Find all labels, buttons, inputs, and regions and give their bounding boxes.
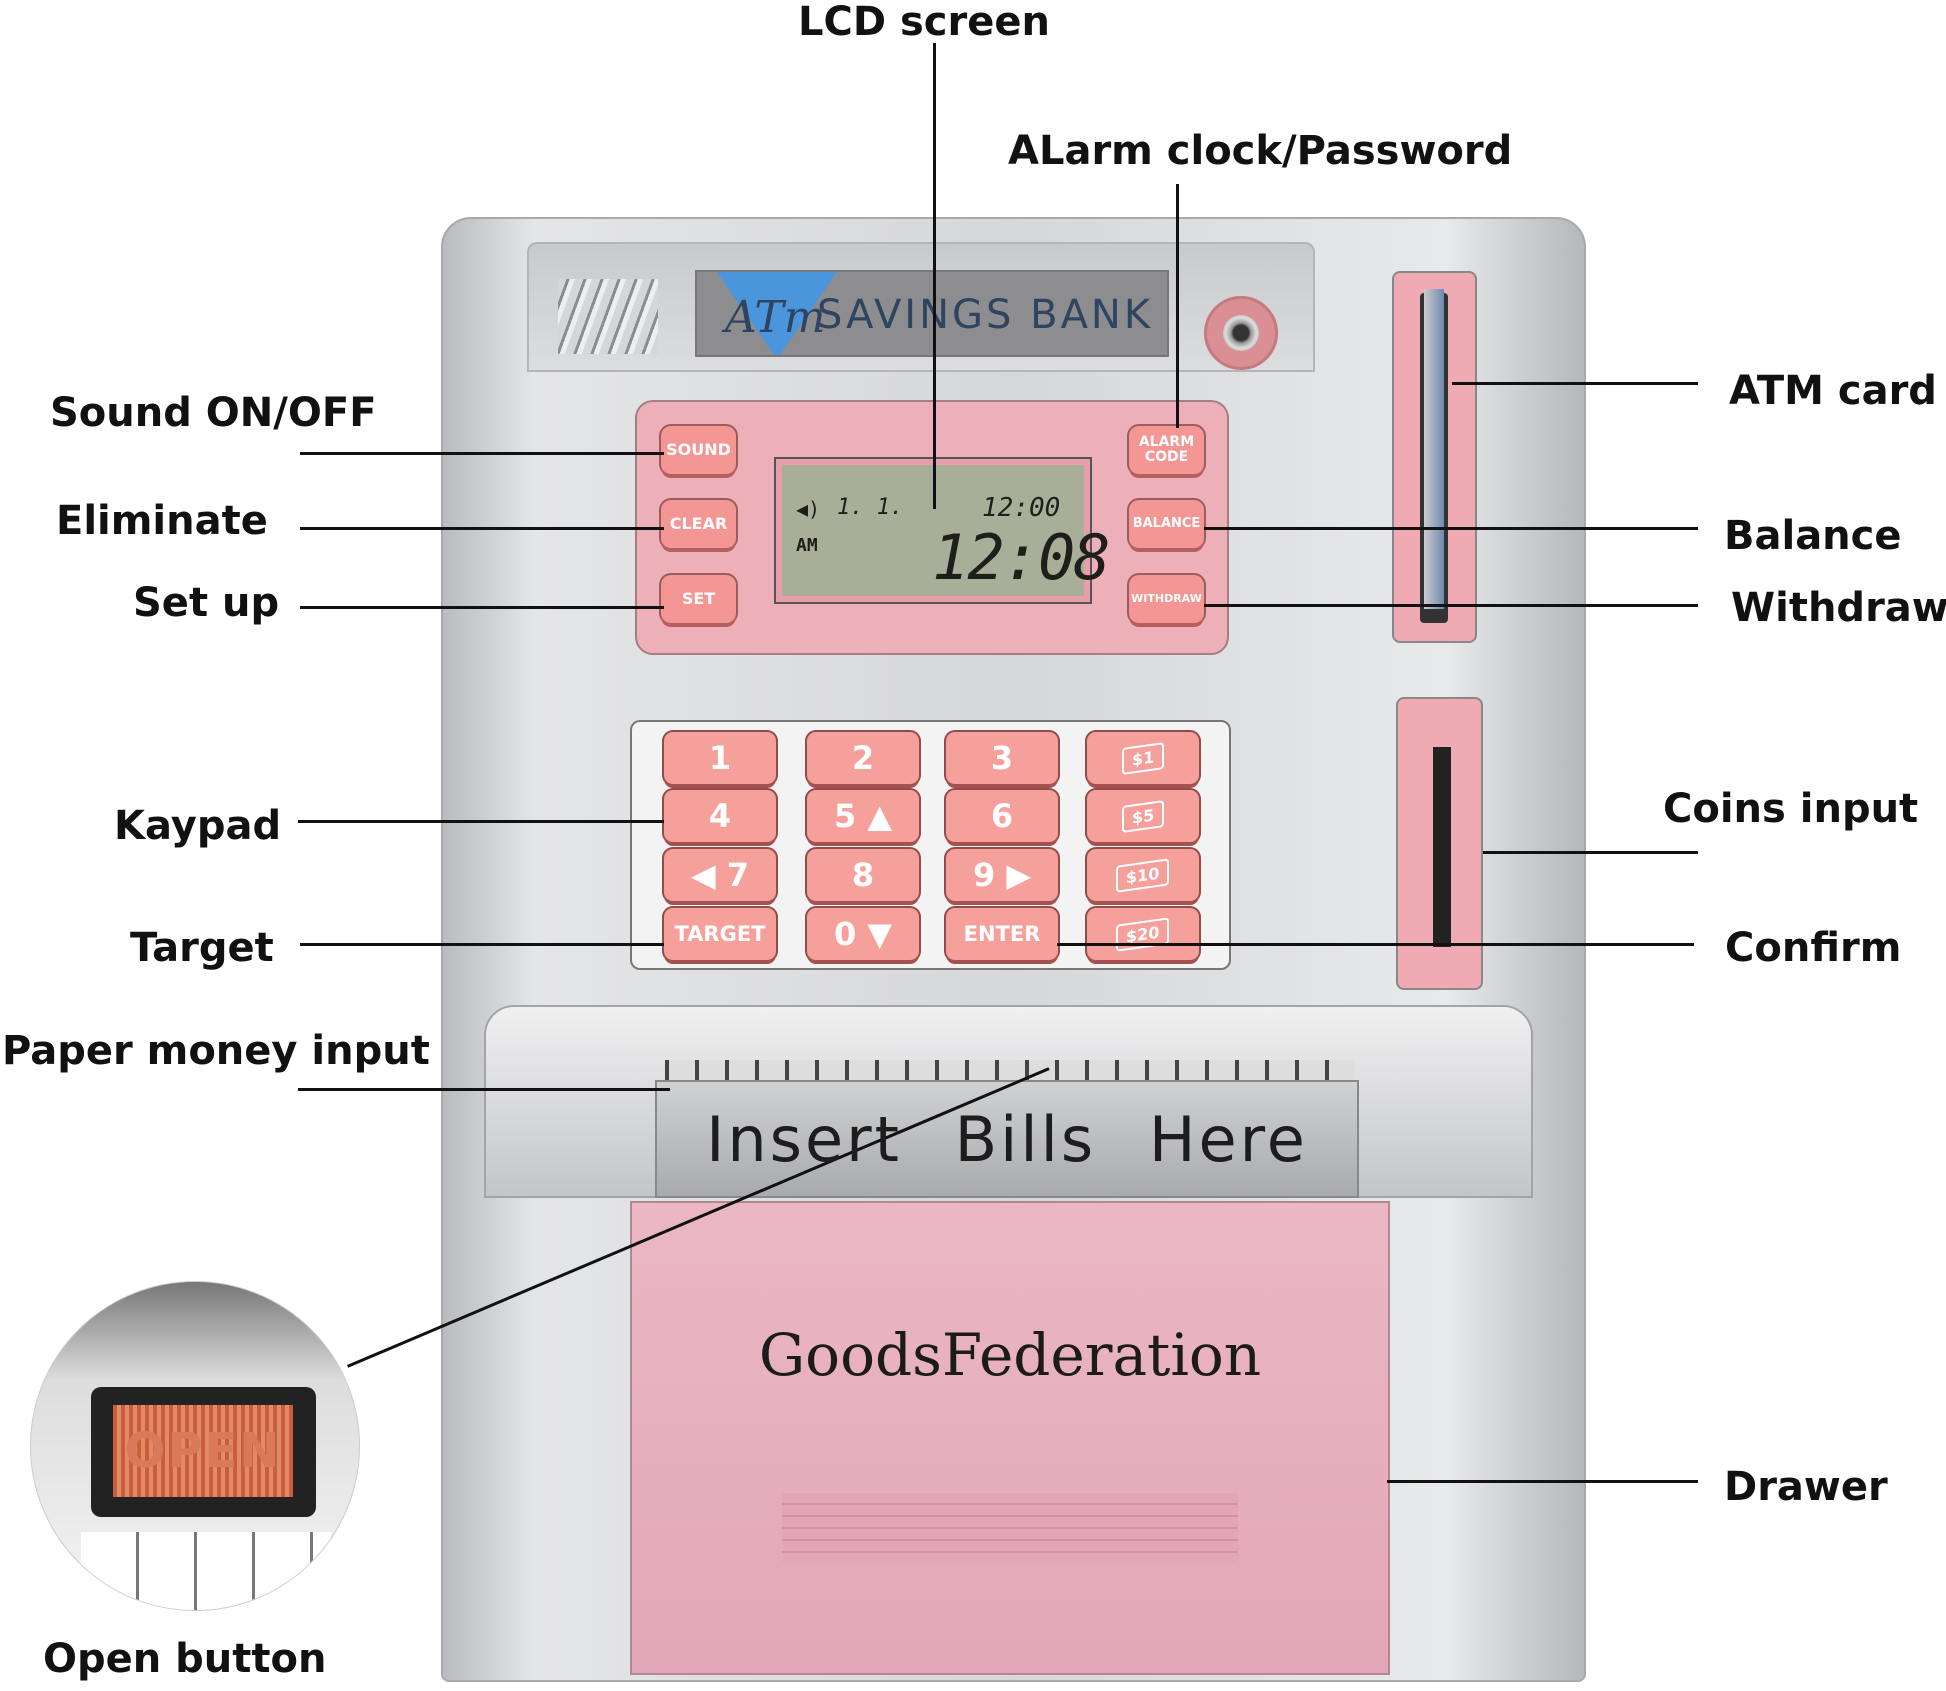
key-8[interactable]: 8 xyxy=(807,849,919,901)
leader-line-sound xyxy=(300,452,664,455)
logo-script: ATm xyxy=(725,292,826,343)
key-label: $5 xyxy=(1121,799,1165,833)
leader-line-balance xyxy=(1204,527,1698,530)
key-$5[interactable]: $5 xyxy=(1087,790,1199,842)
key-label: ENTER xyxy=(963,922,1041,946)
key-label: 6 xyxy=(990,797,1014,835)
alarm-code-button[interactable]: ALARM CODE xyxy=(1129,426,1204,474)
open-button-inset: OPEN xyxy=(30,1281,360,1611)
bill-slot-text: Insert Bills Here xyxy=(706,1102,1308,1176)
coin-slot[interactable] xyxy=(1396,697,1483,990)
key-enter[interactable]: ENTER xyxy=(946,908,1058,960)
label-eliminate: Eliminate xyxy=(56,498,268,544)
label-lcd-screen: LCD screen xyxy=(798,0,1050,45)
open-button[interactable]: OPEN xyxy=(113,1405,293,1497)
key-5[interactable]: 5 ▲ xyxy=(807,790,919,842)
logo-plate: ATm SAVINGS BANK xyxy=(695,270,1169,357)
drawer[interactable]: GoodsFederation xyxy=(630,1201,1390,1675)
leader-line-keypad xyxy=(298,820,664,823)
key-0[interactable]: 0 ▼ xyxy=(807,908,919,960)
label-sound: Sound ON/OFF xyxy=(50,390,377,436)
label-open-button: Open button xyxy=(43,1636,327,1682)
key-6[interactable]: 6 xyxy=(946,790,1058,842)
key-label: 4 xyxy=(708,797,732,835)
drawer-brand: GoodsFederation xyxy=(758,1321,1262,1389)
logo-text: SAVINGS BANK xyxy=(817,292,1154,338)
key-3[interactable]: 3 xyxy=(946,732,1058,784)
leader-line-paper-money xyxy=(298,1088,670,1091)
label-set-up: Set up xyxy=(133,580,280,626)
key-label: ◀ 7 xyxy=(690,856,749,894)
key-1[interactable]: 1 xyxy=(664,732,776,784)
key-label: 5 ▲ xyxy=(833,797,892,835)
label-target: Target xyxy=(130,925,274,971)
key-$1[interactable]: $1 xyxy=(1087,732,1199,784)
atm-card-slot[interactable] xyxy=(1392,271,1477,643)
withdraw-button[interactable]: WITHDRAW xyxy=(1129,575,1204,623)
label-confirm: Confirm xyxy=(1725,925,1902,971)
leader-line-atm-card xyxy=(1452,382,1698,385)
key-label: $20 xyxy=(1116,916,1170,952)
key-4[interactable]: 4 xyxy=(664,790,776,842)
lcd-ampm: AM xyxy=(796,535,818,556)
key-label: 9 ▶ xyxy=(972,856,1031,894)
label-balance: Balance xyxy=(1724,513,1902,559)
key-target[interactable]: TARGET xyxy=(664,908,776,960)
label-drawer: Drawer xyxy=(1724,1464,1888,1510)
key-9[interactable]: 9 ▶ xyxy=(946,849,1058,901)
leader-line-drawer xyxy=(1387,1480,1698,1483)
label-withdraw: Withdraw xyxy=(1731,585,1946,631)
lcd-alarm-time: 12:00 xyxy=(982,493,1061,523)
key-label: TARGET xyxy=(674,922,766,946)
leader-line-alarm xyxy=(1176,184,1179,428)
atm-card[interactable] xyxy=(1424,289,1444,609)
leader-line-withdraw xyxy=(1204,604,1698,607)
key-label: 8 xyxy=(851,856,875,894)
key-label: $1 xyxy=(1121,741,1165,775)
speaker-grille xyxy=(558,279,658,354)
label-alarm: ALarm clock/Password xyxy=(1008,128,1513,174)
key-2[interactable]: 2 xyxy=(807,732,919,784)
sound-button[interactable]: SOUND xyxy=(661,426,736,474)
clear-button[interactable]: CLEAR xyxy=(661,500,736,548)
label-coins-input: Coins input xyxy=(1663,786,1919,832)
key-$10[interactable]: $10 xyxy=(1087,849,1199,901)
key-7[interactable]: ◀ 7 xyxy=(664,849,776,901)
lcd-time: 12:08 xyxy=(932,521,1111,594)
leader-line-lcd xyxy=(933,43,936,509)
leader-line-coins xyxy=(1483,851,1698,854)
key-label: 2 xyxy=(851,739,875,777)
key-label: $10 xyxy=(1116,857,1170,893)
label-keypad: Kaypad xyxy=(114,803,282,849)
set-button[interactable]: SET xyxy=(661,575,736,623)
leader-line-confirm xyxy=(1057,943,1694,946)
label-atm-card: ATM card xyxy=(1729,368,1937,414)
leader-line-eliminate xyxy=(300,527,664,530)
lcd-sound-icon: ◀) xyxy=(796,497,821,521)
balance-button[interactable]: BALANCE xyxy=(1129,500,1204,548)
label-paper-money: Paper money input xyxy=(2,1028,430,1074)
lcd-indicator: 1. 1. xyxy=(837,495,904,520)
key-label: 3 xyxy=(990,739,1014,777)
lcd-screen: ◀) 1. 1. AM 12:00 12:08 xyxy=(774,457,1111,604)
key-label: 0 ▼ xyxy=(833,915,892,953)
leader-line-setup xyxy=(300,606,664,609)
key-$20[interactable]: $20 xyxy=(1087,908,1199,960)
camera-icon xyxy=(1204,296,1278,370)
drawer-ribs xyxy=(782,1493,1238,1563)
bill-slot[interactable] xyxy=(665,1060,1355,1082)
leader-line-target xyxy=(300,943,664,946)
bill-plate: Insert Bills Here xyxy=(655,1080,1359,1198)
key-label: 1 xyxy=(708,739,732,777)
